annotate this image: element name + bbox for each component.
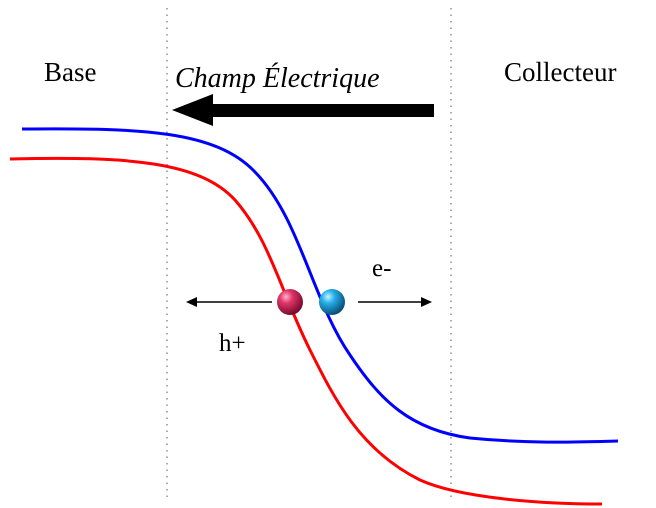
valence-band-curve — [10, 158, 602, 504]
electron-label: e- — [372, 255, 391, 282]
conduction-band-curve — [22, 129, 618, 442]
hole-label: h+ — [219, 330, 246, 357]
electron-motion-arrow — [358, 297, 432, 307]
thick-left-arrow-icon — [172, 94, 434, 126]
collector-label: Collecteur — [504, 57, 616, 87]
base-label: Base — [44, 57, 97, 87]
electron-particle — [319, 289, 345, 315]
hole-motion-arrow — [186, 297, 272, 307]
hole-particle — [277, 289, 303, 315]
electric-field-label: Champ Électrique — [175, 63, 380, 94]
